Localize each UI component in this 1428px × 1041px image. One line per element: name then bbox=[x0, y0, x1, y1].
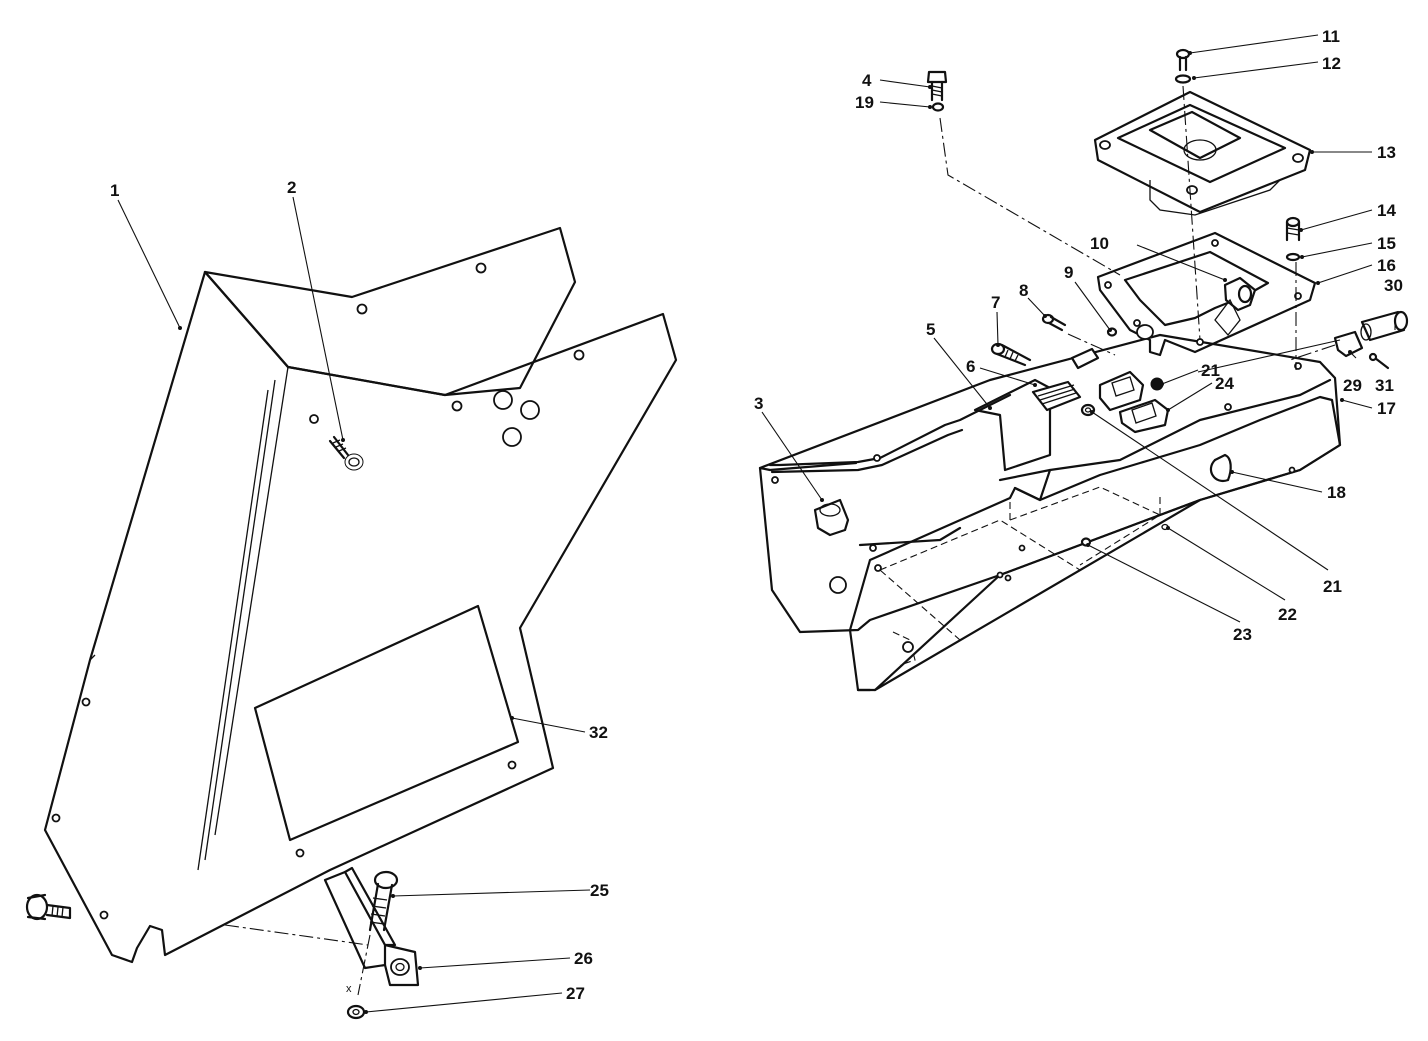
callout-27: 27 bbox=[566, 984, 585, 1003]
callout-15: 15 bbox=[1377, 234, 1396, 253]
capacitor-part-30-icon bbox=[1360, 310, 1409, 342]
bracket-part-29-icon bbox=[1333, 330, 1364, 358]
callout-14: 14 bbox=[1377, 201, 1396, 220]
nut-part-27-icon bbox=[346, 1004, 366, 1020]
x-mark: x bbox=[346, 983, 352, 995]
screw-part-7-icon bbox=[990, 342, 1032, 367]
console-housing-part-17 bbox=[758, 333, 1342, 692]
large-hole-icon bbox=[502, 427, 522, 447]
callout-25: 25 bbox=[590, 881, 609, 900]
callout-4: 4 bbox=[862, 71, 872, 90]
callout-8: 8 bbox=[1019, 281, 1028, 300]
bolt-lower-left-icon bbox=[25, 893, 72, 921]
large-hole-icon bbox=[520, 400, 540, 420]
screw-part-11-icon bbox=[1174, 48, 1192, 84]
callout-24: 24 bbox=[1215, 374, 1234, 393]
switch-part-24-icon bbox=[1098, 370, 1170, 434]
callout-31: 31 bbox=[1375, 376, 1394, 395]
callout-16: 16 bbox=[1377, 256, 1396, 275]
side-panel-part-1 bbox=[43, 226, 678, 964]
bolt-part-2-icon bbox=[328, 435, 364, 471]
callout-9: 9 bbox=[1064, 263, 1073, 282]
callout-6: 6 bbox=[966, 357, 975, 376]
callout-22: 22 bbox=[1278, 605, 1297, 624]
bracket-part-26 bbox=[323, 866, 420, 987]
callout-11: 11 bbox=[1322, 27, 1340, 46]
ignition-switch-part-10-icon bbox=[1214, 276, 1257, 337]
callout-29: 29 bbox=[1343, 376, 1362, 395]
washer-part-19-icon bbox=[931, 102, 945, 112]
large-hole-icon bbox=[493, 390, 513, 410]
callout-1: 1 bbox=[110, 181, 119, 200]
callout-19: 19 bbox=[855, 93, 874, 112]
callout-13: 13 bbox=[1377, 143, 1396, 162]
decal-area-part-32 bbox=[253, 604, 520, 842]
mounting-plate-part-16 bbox=[1096, 231, 1317, 357]
callout-21-lower: 21 bbox=[1323, 577, 1342, 596]
callout-26: 26 bbox=[574, 949, 593, 968]
callout-21-upper: 21 bbox=[1201, 361, 1220, 380]
callout-7: 7 bbox=[991, 293, 1000, 312]
callout-3: 3 bbox=[754, 394, 763, 413]
grommet-part-3-icon bbox=[813, 498, 850, 537]
callout-32: 32 bbox=[589, 723, 608, 742]
washer-part-12-icon bbox=[1174, 74, 1192, 84]
callout-18: 18 bbox=[1327, 483, 1346, 502]
callout-10: 10 bbox=[1090, 234, 1109, 253]
callout-23: 23 bbox=[1233, 625, 1252, 644]
bracket-part-6 bbox=[973, 378, 1082, 472]
callouts: 1 2 3 4 5 6 7 8 9 10 11 12 13 14 15 16 1… bbox=[110, 27, 1403, 1003]
callout-5: 5 bbox=[926, 320, 935, 339]
callout-17: 17 bbox=[1377, 399, 1396, 418]
callout-12: 12 bbox=[1322, 54, 1341, 73]
screw-part-31-icon bbox=[1368, 352, 1390, 370]
bolt-part-14-icon bbox=[1285, 216, 1301, 262]
cover-part-13 bbox=[1093, 90, 1312, 216]
washer-part-15-icon bbox=[1285, 252, 1301, 262]
bolt-part-25-icon bbox=[368, 870, 399, 932]
callout-30: 30 bbox=[1384, 276, 1403, 295]
callout-2: 2 bbox=[287, 178, 296, 197]
clamp-part-18-icon bbox=[1209, 453, 1232, 483]
bolt-part-4-icon bbox=[926, 70, 948, 112]
leader-lines bbox=[117, 34, 1396, 1014]
clip-part-9-icon bbox=[1070, 327, 1118, 370]
strap-part-5 bbox=[768, 393, 1012, 552]
